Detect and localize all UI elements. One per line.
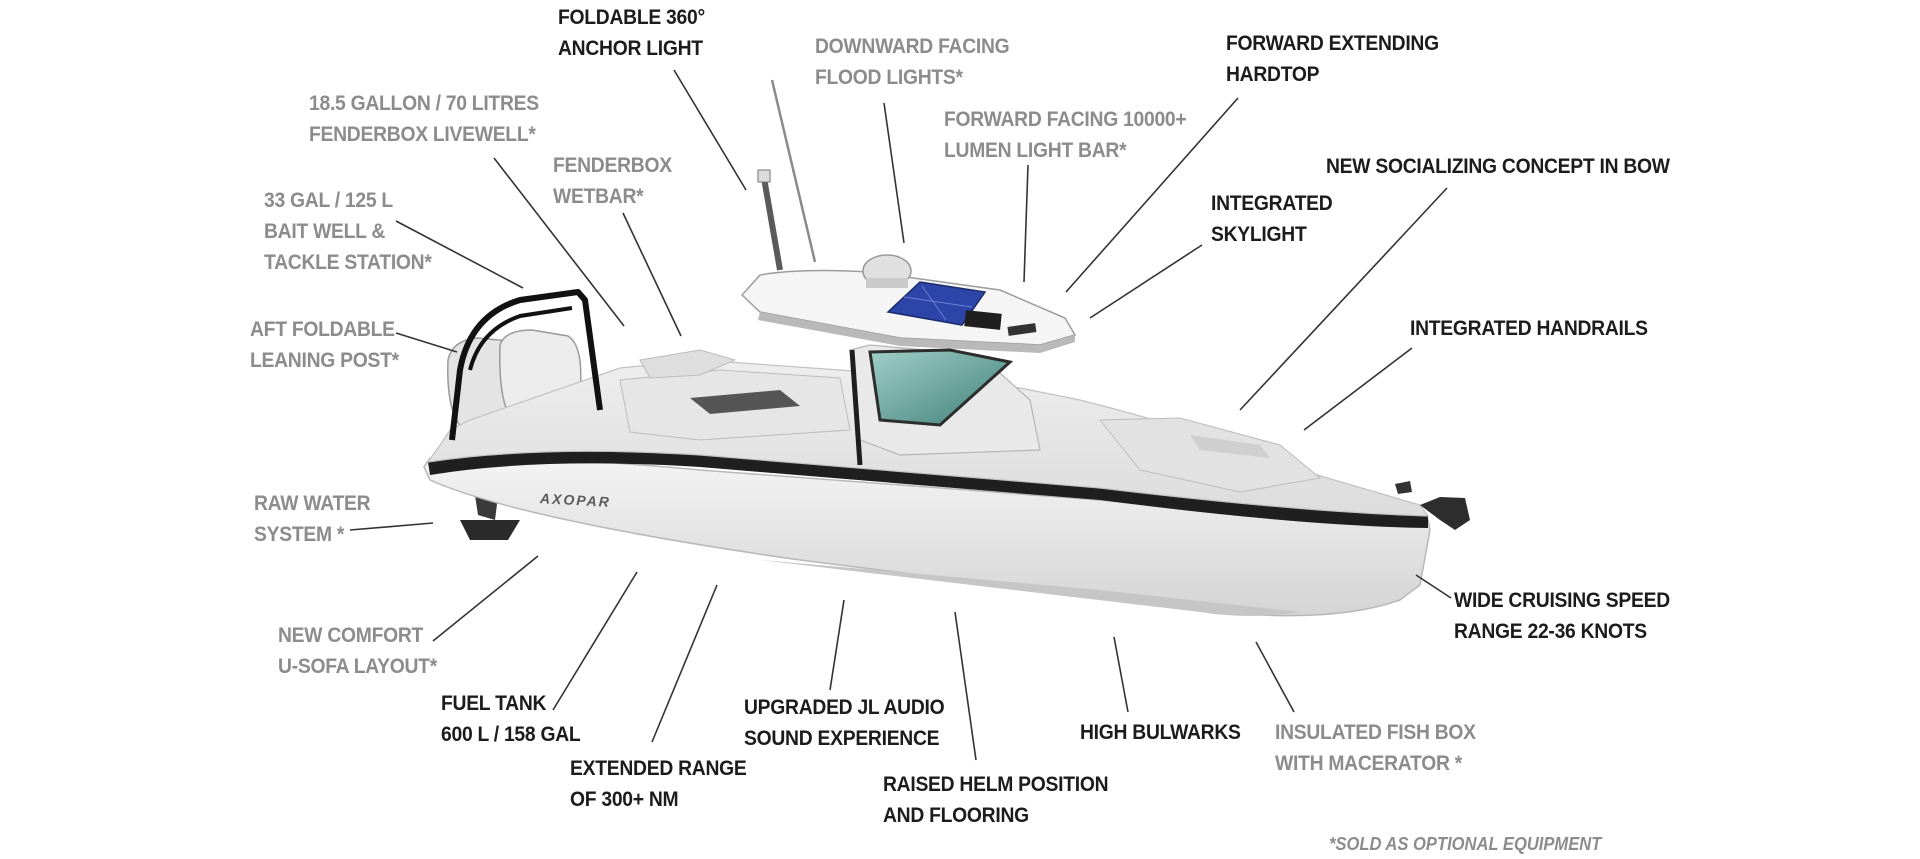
rub-rail (428, 451, 1428, 528)
solar-panel (886, 281, 987, 326)
antenna (770, 79, 817, 263)
callout-light-bar: FORWARD FACING 10000+LUMEN LIGHT BAR* (944, 108, 1187, 162)
callout-anchor-light: FOLDABLE 360°ANCHOR LIGHT (558, 6, 705, 60)
windshield (868, 348, 1014, 427)
anchor-light-pole (761, 177, 783, 271)
callout-socializing: NEW SOCIALIZING CONCEPT IN BOW (1326, 155, 1670, 178)
optional-equipment-footnote: *SOLD AS OPTIONAL EQUIPMENT (1329, 834, 1602, 854)
skylight (964, 310, 1002, 330)
callout-handrails: INTEGRATED HANDRAILS (1410, 317, 1648, 340)
callout-bulwarks: HIGH BULWARKS (1080, 721, 1241, 744)
